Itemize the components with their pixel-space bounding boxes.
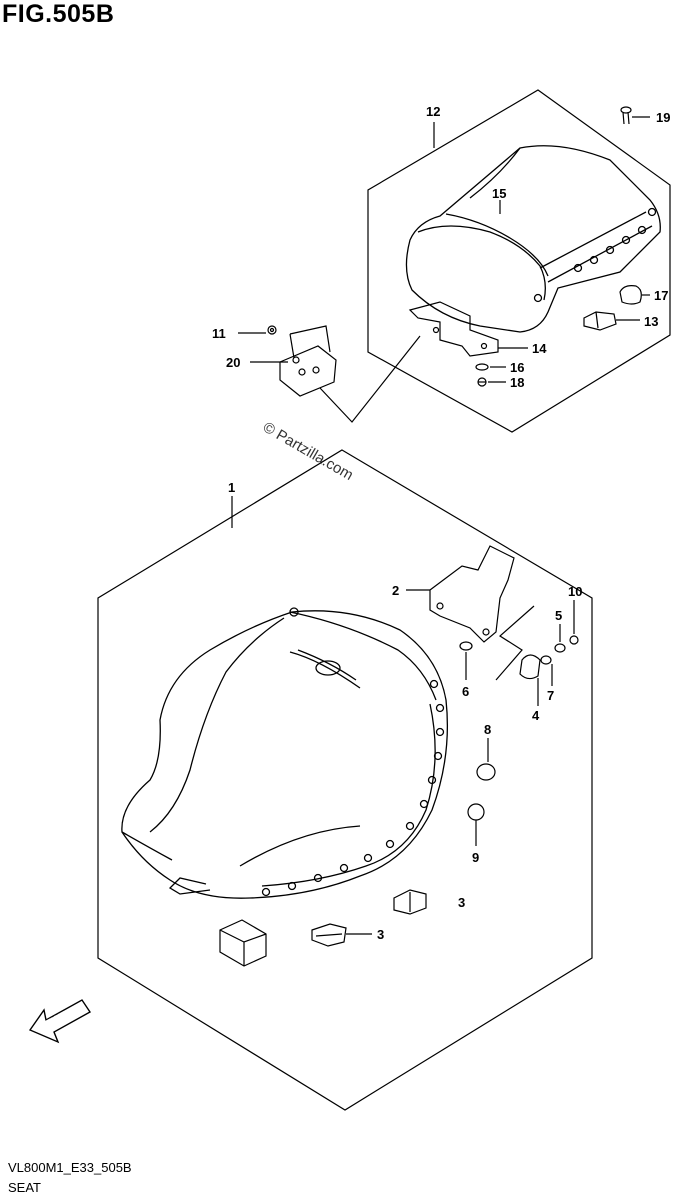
- callout-18: 18: [510, 375, 524, 390]
- washer-5: [554, 643, 566, 653]
- callout-7: 7: [547, 688, 554, 703]
- nut-18: [477, 377, 487, 387]
- callout-3-upper: 3: [458, 895, 465, 910]
- callout-20: 20: [226, 355, 240, 370]
- figure-name: SEAT: [8, 1180, 41, 1195]
- nut-4: [519, 654, 541, 680]
- callout-10: 10: [568, 584, 582, 599]
- callout-13: 13: [644, 314, 658, 329]
- clip-3b: [311, 923, 347, 947]
- collar-7: [540, 655, 552, 665]
- passenger-seat: [405, 145, 661, 333]
- callout-12: 12: [426, 104, 440, 119]
- callout-8: 8: [484, 722, 491, 737]
- figure-title: FIG.505B: [2, 0, 115, 28]
- callout-11: 11: [212, 326, 226, 341]
- bolt-19: [620, 106, 632, 125]
- washer-16: [475, 363, 489, 371]
- callout-9: 9: [472, 850, 479, 865]
- nut-10: [569, 635, 579, 645]
- callout-6: 6: [462, 684, 469, 699]
- clip-3a: [393, 889, 427, 915]
- watermark-text: © Partzilla.com: [260, 419, 356, 484]
- fwd-arrow-icon: [28, 999, 92, 1044]
- figure-code: VL800M1_E33_505B: [8, 1160, 132, 1175]
- main-seat-frame: [97, 449, 593, 1111]
- bolt-11: [267, 325, 277, 335]
- cushion-17: [619, 285, 642, 305]
- callout-3-lower: 3: [377, 927, 384, 942]
- cushion-9: [467, 803, 485, 821]
- bracket-box: [219, 919, 267, 967]
- passenger-seat-frame: [367, 89, 671, 433]
- seat-bracket-14: [408, 301, 499, 357]
- assembly-leader-line: [319, 335, 421, 423]
- callout-2: 2: [392, 583, 399, 598]
- fwd-label: FWD: [44, 1008, 72, 1030]
- callout-16: 16: [510, 360, 524, 375]
- seat-bracket-2: [429, 545, 515, 643]
- callout-1: 1: [228, 480, 235, 495]
- cushion-8: [476, 763, 496, 781]
- callout-5: 5: [555, 608, 562, 623]
- main-seat: [121, 607, 448, 899]
- bracket-20: [279, 325, 337, 397]
- cushion-clip-13: [583, 311, 617, 331]
- callout-17: 17: [654, 288, 668, 303]
- callout-14: 14: [532, 341, 547, 356]
- washer-6: [459, 641, 473, 651]
- callout-19: 19: [656, 110, 670, 125]
- callout-4: 4: [532, 708, 540, 723]
- callout-15: 15: [492, 186, 506, 201]
